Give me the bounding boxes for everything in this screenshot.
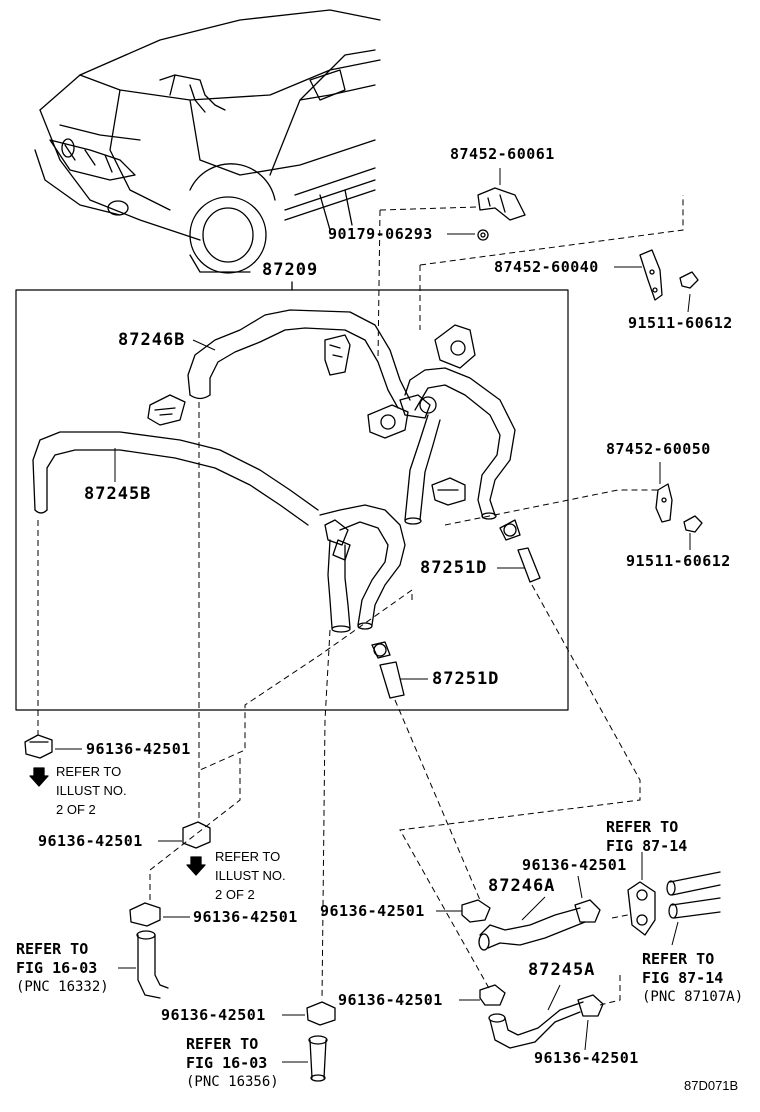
- refer-fig-87-14-top-line1: REFER TO: [606, 818, 679, 836]
- clamp-bottom-1: [306, 1001, 336, 1026]
- illust-note-2-line3: 2 OF 2: [215, 887, 255, 902]
- pipe-16356: [308, 1035, 328, 1082]
- bolt-91511-60612-b: [683, 515, 703, 533]
- clamps-lower-right: [461, 899, 604, 1017]
- label-96136-42501-e: 96136-42501: [320, 902, 425, 920]
- refer-fig-16-03-a-line3: (PNC 16332): [16, 979, 109, 995]
- label-96136-42501-h: 96136-42501: [534, 1049, 639, 1067]
- bracket-87452-60040: [639, 249, 663, 301]
- hose-87245B: [32, 431, 319, 526]
- label-87452-60061: 87452-60061: [450, 145, 555, 163]
- bracket-87452-60050: [655, 483, 673, 523]
- label-87245B: 87245B: [84, 484, 152, 504]
- label-91511-60612-a: 91511-60612: [628, 314, 733, 332]
- hose-87245A: [488, 1001, 584, 1049]
- refer-fig-87-14-bottom[interactable]: REFER TO FIG 87-14 (PNC 87107A): [642, 950, 743, 1007]
- down-arrow-2: [186, 856, 206, 876]
- hose-87246A: [478, 907, 586, 951]
- label-96136-42501-g: 96136-42501: [522, 856, 627, 874]
- refer-fig-16-03-a-line1: REFER TO: [16, 940, 89, 958]
- illust-note-1-line3: 2 OF 2: [56, 802, 96, 817]
- heater-unit-pipes: [627, 871, 721, 936]
- bracket-87452-60061: [477, 187, 526, 221]
- refer-fig-87-14-top[interactable]: REFER TO FIG 87-14: [606, 818, 687, 856]
- label-96136-42501-f: 96136-42501: [338, 991, 443, 1009]
- bolt-91511-60612-a: [679, 271, 699, 289]
- label-96136-42501-d: 96136-42501: [161, 1006, 266, 1024]
- label-87209: 87209: [262, 260, 319, 280]
- diagram-code: 87D071B: [684, 1078, 739, 1093]
- label-96136-42501-b: 96136-42501: [38, 832, 143, 850]
- label-87251D-lower: 87251D: [432, 669, 500, 689]
- refer-fig-87-14-bottom-line2: FIG 87-14: [642, 969, 724, 987]
- illust-note-2-line1: REFER TO: [215, 849, 281, 864]
- refer-fig-16-03-b-line1: REFER TO: [186, 1035, 259, 1053]
- clips: [147, 324, 521, 541]
- label-91511-60612-b: 91511-60612: [626, 552, 731, 570]
- leader-lines: [55, 168, 691, 1063]
- hose-87246B: [187, 309, 411, 409]
- illust-note-1-line1: REFER TO: [56, 764, 122, 779]
- clamp-left-2: [182, 821, 211, 849]
- hose-87251D-upper: [517, 547, 541, 583]
- label-87452-60040: 87452-60040: [494, 258, 599, 276]
- refer-fig-87-14-bottom-line3: (PNC 87107A): [642, 989, 744, 1005]
- clamp-left-3: [129, 902, 161, 927]
- hose-87251D-lower: [371, 641, 405, 699]
- label-96136-42501-a: 96136-42501: [86, 740, 191, 758]
- pipe-16332: [136, 930, 169, 999]
- illust-note-2-line2: ILLUST NO.: [215, 868, 286, 883]
- label-87452-60050: 87452-60050: [606, 440, 711, 458]
- label-87251D-upper: 87251D: [420, 558, 488, 578]
- down-arrow-1: [29, 767, 49, 787]
- label-87246A: 87246A: [488, 876, 556, 896]
- washer-90179-06293: [477, 229, 489, 241]
- dashed-routing-lines: [37, 195, 684, 1006]
- refer-fig-16-03-a-line2: FIG 16-03: [16, 959, 98, 977]
- refer-fig-16-03-b-line2: FIG 16-03: [186, 1054, 268, 1072]
- label-87245A: 87245A: [528, 960, 596, 980]
- refer-fig-16-03-b-line3: (PNC 16356): [186, 1074, 279, 1090]
- refer-fig-16-03-b[interactable]: REFER TO FIG 16-03 (PNC 16356): [186, 1035, 279, 1092]
- illust-note-1: REFER TO ILLUST NO. 2 OF 2: [56, 762, 127, 819]
- label-96136-42501-c: 96136-42501: [193, 908, 298, 926]
- center-hoses: [319, 504, 406, 633]
- refer-fig-87-14-bottom-line1: REFER TO: [642, 950, 715, 968]
- refer-fig-16-03-a[interactable]: REFER TO FIG 16-03 (PNC 16332): [16, 940, 109, 997]
- vehicle-illustration: [34, 9, 381, 274]
- right-hoses: [399, 367, 516, 525]
- refer-fig-87-14-top-line2: FIG 87-14: [606, 837, 688, 855]
- label-90179-06293: 90179-06293: [328, 225, 433, 243]
- illust-note-2: REFER TO ILLUST NO. 2 OF 2: [215, 847, 286, 904]
- label-87246B: 87246B: [118, 330, 186, 350]
- clamp-left-1: [24, 734, 53, 759]
- illust-note-1-line2: ILLUST NO.: [56, 783, 127, 798]
